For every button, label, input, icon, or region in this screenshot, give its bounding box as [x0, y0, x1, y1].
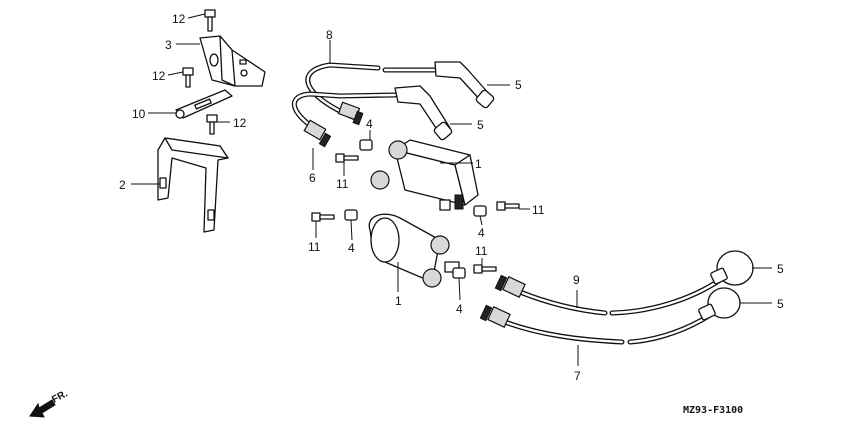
callout-8: 8 — [326, 28, 333, 42]
collar-4-a — [359, 139, 373, 151]
ignition-coil-1-lower — [368, 213, 460, 288]
callout-4-b: 4 — [478, 226, 485, 240]
plug-wire-9 — [494, 274, 723, 316]
callout-6: 6 — [309, 171, 316, 185]
bolt-11-a — [335, 153, 359, 163]
callout-3: 3 — [165, 38, 172, 52]
bolt-11-d — [473, 264, 497, 274]
callout-10: 10 — [132, 107, 146, 121]
stay-10 — [175, 89, 233, 119]
leader-lines — [131, 13, 772, 366]
diagram-code: MZ93-F3100 — [683, 405, 743, 416]
collar-4-b — [473, 205, 487, 217]
front-arrow-icon — [29, 399, 56, 418]
callout-4-a: 4 — [366, 117, 373, 131]
callout-11-c: 11 — [308, 240, 321, 254]
callout-11-a: 11 — [336, 177, 349, 191]
callout-12-top: 12 — [172, 12, 186, 26]
callout-4-d: 4 — [456, 302, 463, 316]
plug-cap-5-upper-b — [394, 85, 453, 141]
plug-wire-8 — [305, 62, 438, 126]
callout-4-c: 4 — [348, 241, 355, 255]
bolt-11-c — [311, 212, 335, 222]
bracket-3 — [199, 35, 266, 87]
plug-cap-5-lower-a — [710, 250, 754, 286]
callout-11-b: 11 — [532, 203, 545, 217]
callout-12-lower: 12 — [233, 116, 247, 130]
callout-5-upper-a: 5 — [515, 78, 522, 92]
plug-wire-6 — [291, 91, 398, 148]
collar-4-d — [452, 267, 466, 279]
callout-1-upper: 1 — [475, 157, 482, 171]
plug-cap-5-upper-a — [434, 61, 495, 109]
callout-7: 7 — [574, 369, 581, 383]
callout-12-middle: 12 — [152, 69, 166, 83]
callout-5-upper-b: 5 — [477, 118, 484, 132]
callout-5-lower-b: 5 — [777, 297, 784, 311]
callout-1-lower: 1 — [395, 294, 402, 308]
callout-2: 2 — [119, 178, 126, 192]
bolt-12-top — [204, 9, 216, 32]
bolt-12-lower — [206, 114, 218, 135]
plug-cap-5-lower-b — [698, 287, 741, 321]
bracket-2 — [157, 137, 229, 233]
collar-4-c — [344, 209, 358, 221]
front-label: FR. — [50, 388, 70, 405]
callout-11-d: 11 — [475, 244, 488, 258]
bolt-11-b — [496, 201, 520, 211]
callout-9: 9 — [573, 273, 580, 287]
callout-5-lower-a: 5 — [777, 262, 784, 276]
ignition-coil-1-upper — [370, 139, 479, 211]
bolt-12-middle — [182, 67, 194, 88]
